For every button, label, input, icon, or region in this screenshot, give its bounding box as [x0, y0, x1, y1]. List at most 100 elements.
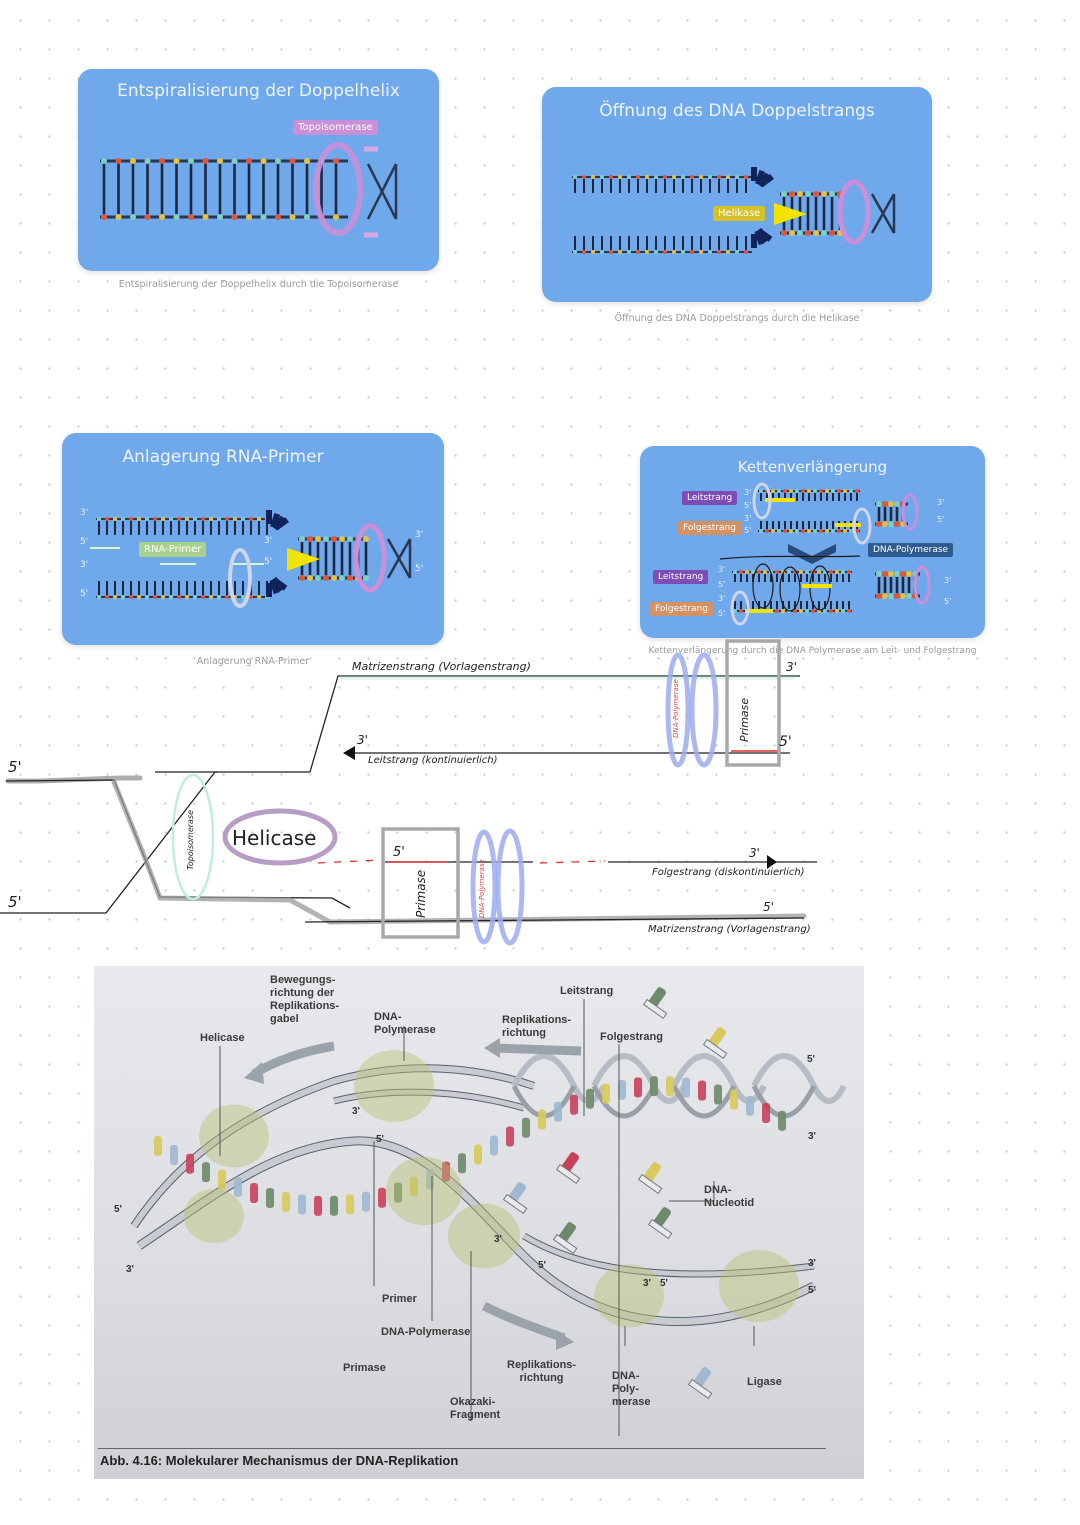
helicase-blade	[272, 577, 288, 591]
nucleotide-dot	[299, 536, 305, 542]
nucleotide-dot	[217, 158, 223, 164]
end-label: 5'	[944, 597, 952, 606]
nucleotide-dot	[805, 191, 811, 197]
nucleotide-dot	[829, 191, 835, 197]
nucleotide-dot	[906, 571, 912, 577]
end-label: 3'	[718, 565, 726, 574]
nucleotide-dot	[821, 191, 827, 197]
free-nucleotide-sugar	[702, 1038, 728, 1059]
nucleotide-dot	[241, 517, 245, 521]
nucleotide-dot	[339, 575, 345, 581]
nucleotide-dot	[331, 536, 337, 542]
nucleotide-dot	[739, 609, 743, 613]
helicase-blade	[751, 167, 757, 181]
nucleotide-dot	[159, 158, 165, 164]
nucleotide-dot	[173, 214, 180, 220]
nucleotide-dot	[906, 593, 912, 599]
nucleotide-dot	[323, 536, 329, 542]
free-nucleotide-sugar	[647, 1218, 673, 1239]
nucleotide-dot	[783, 529, 787, 533]
nucleotide-dot	[331, 575, 337, 581]
primase-text: Primase	[414, 869, 428, 918]
nucleotide-dot	[299, 575, 305, 581]
nucleotide-dot	[690, 250, 694, 254]
nucleotide-dot	[823, 609, 827, 613]
nucleotide-dot	[837, 489, 841, 493]
nucleotide-dot	[654, 250, 658, 254]
base	[170, 1144, 178, 1165]
nucleotide-dot	[137, 595, 141, 599]
nucleotide-dot	[169, 595, 173, 599]
end-label: 5'	[660, 1278, 668, 1289]
helicase-blade	[269, 578, 280, 595]
base	[490, 1135, 498, 1156]
end-label: 5'	[718, 609, 726, 618]
base	[330, 1195, 338, 1216]
nucleotide-dot	[333, 214, 339, 220]
label-helicase: Helicase	[200, 1032, 245, 1044]
nucleotide-dot	[841, 609, 845, 613]
nucleotide-dot	[699, 250, 703, 254]
hand-line	[719, 555, 861, 560]
topoisomerase-text: Topoisomerase	[186, 809, 195, 870]
nucleotide-dot	[636, 175, 640, 179]
enzyme-blob	[386, 1156, 462, 1226]
dna-fork-figure	[572, 167, 896, 254]
free-nucleotide-sugar	[555, 1163, 581, 1184]
base	[218, 1169, 226, 1190]
nucleotide-dot	[849, 489, 853, 493]
nucleotide-dot	[249, 517, 253, 521]
nucleotide-dot	[843, 489, 847, 493]
nucleotide-dot	[894, 593, 900, 599]
nucleotide-dot	[654, 175, 658, 179]
helicase-blade	[266, 583, 272, 597]
nucleotide-dot	[771, 529, 775, 533]
end-label: 5'	[937, 515, 945, 524]
nucleotide-dot	[777, 529, 781, 533]
nucleotide-dot	[275, 158, 281, 164]
polymerase-text: DNA-Polymerase	[672, 679, 680, 738]
nucleotide-dot	[888, 593, 894, 599]
free-nucleotide-sugar	[637, 1173, 663, 1194]
nucleotide-dot	[801, 529, 805, 533]
lagging-strand-text: Folgestrang (diskontinuierlich)	[652, 867, 805, 878]
end-label: 3'	[786, 660, 797, 674]
folgestrang-label: Folgestrang	[678, 521, 741, 535]
nucleotide-dot	[315, 575, 321, 581]
end-label: 3'	[749, 846, 760, 860]
nucleotide-dot	[757, 570, 761, 574]
new-strand	[835, 523, 861, 527]
base	[746, 1095, 754, 1116]
label-movement: Bewegungs- richtung der Replikations- ga…	[270, 974, 340, 1025]
nucleotide-dot	[735, 175, 739, 179]
nucleotide-dot	[888, 501, 894, 507]
nucleotide-dot	[807, 529, 811, 533]
end-label: 3'	[643, 1278, 651, 1289]
end-label: 3'	[352, 1106, 360, 1117]
card-unwinding: Entspiralisierung der Doppelhelix Topois…	[78, 69, 439, 271]
nucleotide-dot	[260, 158, 267, 164]
nucleotide-dot	[209, 517, 213, 521]
nucleotide-dot	[789, 230, 795, 236]
end-label: 5'	[807, 1054, 815, 1065]
nucleotide-dot	[813, 489, 817, 493]
backbone	[137, 1137, 816, 1325]
nucleotide-dot	[188, 214, 194, 220]
nucleotide-dot	[363, 575, 369, 581]
nucleotide-dot	[121, 517, 125, 521]
nucleotide-dot	[225, 595, 229, 599]
card-title: Anlagerung RNA-Primer	[122, 447, 324, 467]
nucleotide-dot	[733, 609, 737, 613]
nucleotide-dot	[241, 595, 245, 599]
nucleotide-dot	[821, 230, 827, 236]
nucleotide-dot	[323, 575, 329, 581]
enzyme-blob	[354, 1050, 434, 1122]
nucleotide-dot	[726, 175, 730, 179]
nucleotide-dot	[888, 521, 894, 527]
base	[730, 1089, 738, 1110]
helix-strand	[671, 1084, 737, 1119]
nucleotide-dot	[831, 489, 835, 493]
end-label: 5'	[376, 1134, 384, 1145]
nucleotide-dot	[257, 517, 261, 521]
base	[202, 1162, 210, 1183]
